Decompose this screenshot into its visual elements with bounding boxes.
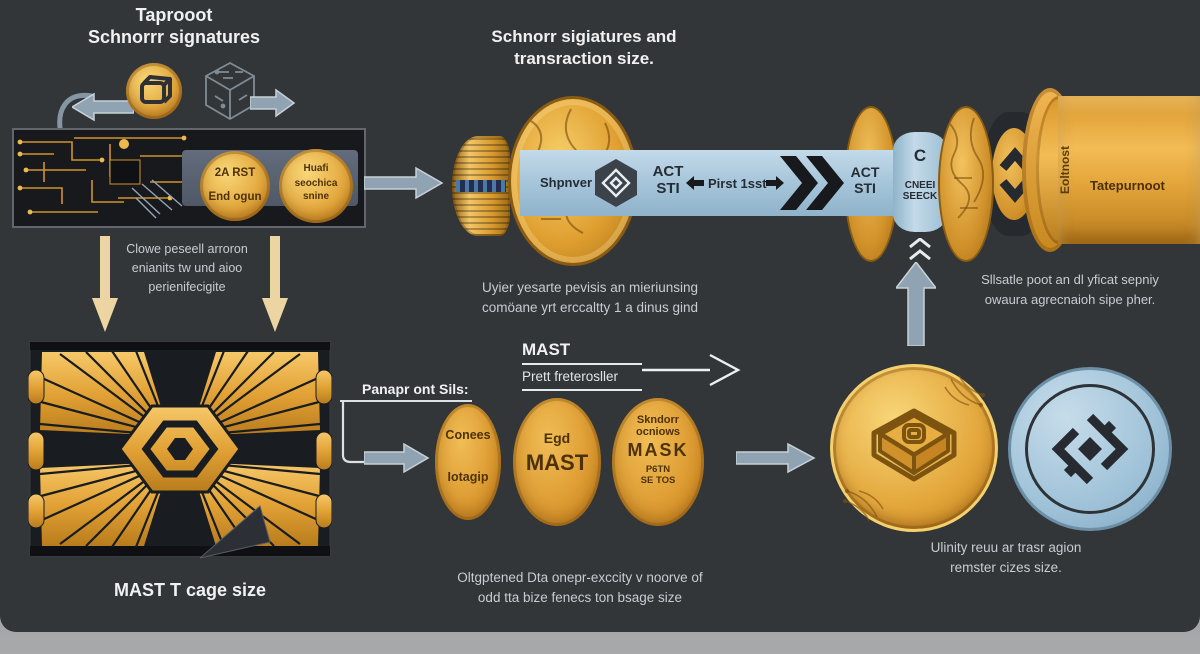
subtitle-line-2: transraction size. [514, 49, 654, 68]
coin-circuit-decor [842, 374, 986, 522]
arrow-right-icon [250, 88, 296, 118]
title-line-1: Taprooot [135, 5, 213, 25]
mast-underline-1 [522, 363, 642, 365]
title-line-2: Schnorrr signatures [87, 27, 261, 47]
chip-coin-1-line1: 2A RST [214, 167, 256, 179]
box-glyph-icon [140, 75, 172, 104]
pipe-note-line1: Uyier yesarte pevisis an mieriunsing [481, 280, 699, 295]
mast-caption: MAST T cage size [113, 580, 267, 600]
ribbed-connector [452, 136, 510, 236]
taproot-coin-icon [126, 63, 182, 119]
subtitle: Schnorr sigiatures and transraction size… [434, 26, 734, 70]
arrow-left-icon [72, 92, 134, 122]
bottom-right-note-line2: remster cizes size. [950, 560, 1062, 576]
coins-note-line2: odd tta bize fenecs ton bsage size [477, 590, 683, 606]
chip-coin-1-line2: End ogun [208, 191, 262, 203]
flow-note-line2: enianits tw und aioo [131, 260, 243, 275]
coins-note-line1: Oltgptened Dta onepr-exccity v noorve of [457, 570, 703, 585]
result-gold-coin [830, 364, 998, 532]
double-chevron-icon [780, 156, 844, 210]
coin-oval-3: Skndorr ocniows MASK P6TN SE TOS [612, 398, 704, 526]
mini-arrow-left-icon [686, 176, 704, 190]
coin-oval-1: Conees Iotagip [435, 404, 501, 520]
slab-box-icon [871, 408, 957, 482]
coin1-line2: Iotagip [447, 470, 489, 484]
pipe-act2-line1: ACT [850, 164, 880, 180]
blue-coin-ring [1025, 384, 1155, 514]
bottom-right-note: Ulinity reuu ar trasr agion remster cize… [880, 538, 1132, 579]
arrow-down-icon-right [262, 236, 288, 332]
flow-note: Clowe peseell arroron enianits tw und ai… [102, 240, 272, 296]
chip-coin-1: 2A RST End ogun [200, 151, 270, 221]
right-note-line1: Sllsatle poot an dl yficat sepniy [981, 272, 1159, 287]
angular-cube-logo-icon [1051, 413, 1129, 485]
connector-band [456, 180, 506, 192]
flow-note-line3: perienifecigite [148, 279, 226, 294]
cylinder-side-label: Eoltnost [1058, 146, 1072, 194]
gold-disc-small-2 [938, 106, 994, 262]
pipe-note-line2: comöane yrt erccaltty 1 a dinus gind [481, 300, 699, 316]
parts-label: Panapr ont Sils: [362, 381, 469, 397]
circuit-pattern [17, 135, 213, 219]
pipe-act1-label: ACT STI [648, 163, 688, 198]
subtitle-line-1: Schnorr sigiatures and [491, 27, 677, 46]
result-blue-coin [1008, 367, 1172, 531]
pipe-check-line1: CNEEI [904, 180, 936, 191]
disc-circuit-texture-2 [949, 117, 984, 219]
flow-note-line1: Clowe peseell arroron [126, 242, 248, 256]
parts-bracket [341, 402, 368, 464]
coin3-line2: ocniows [635, 426, 680, 438]
arrow-down-icon-left [92, 236, 118, 332]
pipe-check-line2: SEECK [902, 191, 938, 202]
coins-note: Oltgptened Dta onepr-exccity v noorve of… [420, 568, 740, 609]
coin1-line1: Conees [445, 428, 491, 442]
coin3-line3: MASK [627, 440, 689, 460]
chip-coin-2-line2: seochica [294, 178, 338, 189]
cylinder-label: Tatepurnoot [1090, 178, 1165, 193]
double-caret-up-icon [909, 238, 931, 261]
page-title: Taprooot Schnorrr signatures [54, 4, 294, 48]
mast-subtitle: Prett freterosller [522, 369, 619, 384]
cylinder-body [1058, 96, 1200, 244]
chip-coin-2-line1: Huafi [303, 163, 329, 174]
hexagon-chip-icon [595, 159, 637, 207]
pipe-act1-line1: ACT [652, 163, 684, 180]
bottom-right-note-line1: Ulinity reuu ar trasr agion [930, 540, 1082, 555]
pipe-note: Uyier yesarte pevisis an mieriunsing com… [440, 278, 740, 319]
mini-arrow-right-icon [766, 176, 784, 190]
pipe-act2-line2: STI [854, 180, 876, 197]
arrow-right-to-pipe [364, 166, 444, 200]
pipe-c-label: C [913, 146, 927, 165]
mast-long-arrow [642, 353, 741, 387]
pipe-sender-label: Shpnver [540, 175, 593, 190]
mast-underline-2 [522, 389, 642, 391]
chip-coin-2-line3: snine [302, 191, 330, 202]
parts-underline [340, 400, 472, 402]
coin2-line2: MAST [525, 450, 589, 475]
infographic-canvas: Taprooot Schnorrr signatures Schnorr sig… [0, 0, 1200, 632]
pipe-first-label: Pirst 1sst [708, 176, 767, 191]
wireframe-cube-icon [205, 61, 255, 121]
pipe-band: Shpnver ACT STI Pirst 1sst ACT STI [520, 150, 902, 216]
coin3-line5: SE TOS [640, 475, 676, 486]
arrow-right-to-result [736, 442, 816, 474]
chip-panel: 2A RST End ogun Huafi seochica snine [12, 128, 366, 228]
coin3-line4: P6TN [645, 464, 671, 475]
mast-title: MAST [522, 340, 571, 359]
arrow-up-icon [896, 262, 936, 346]
coin-oval-2: Egd MAST [513, 398, 601, 526]
pipe-act1-line2: STI [656, 180, 680, 198]
chip-coin-2: Huafi seochica snine [279, 149, 353, 223]
coin3-line1: Skndorr [636, 414, 680, 426]
mast-circuit-butterfly [28, 341, 332, 559]
pipe-act2-label: ACT STI [846, 164, 884, 196]
coin2-line1: Egd [543, 430, 571, 446]
arrow-right-to-coins [364, 442, 430, 474]
right-note: Sllsatle poot an dl yficat sepniy owaura… [935, 270, 1200, 309]
right-note-line2: owaura agrecnaioh sipe pher. [984, 291, 1156, 307]
